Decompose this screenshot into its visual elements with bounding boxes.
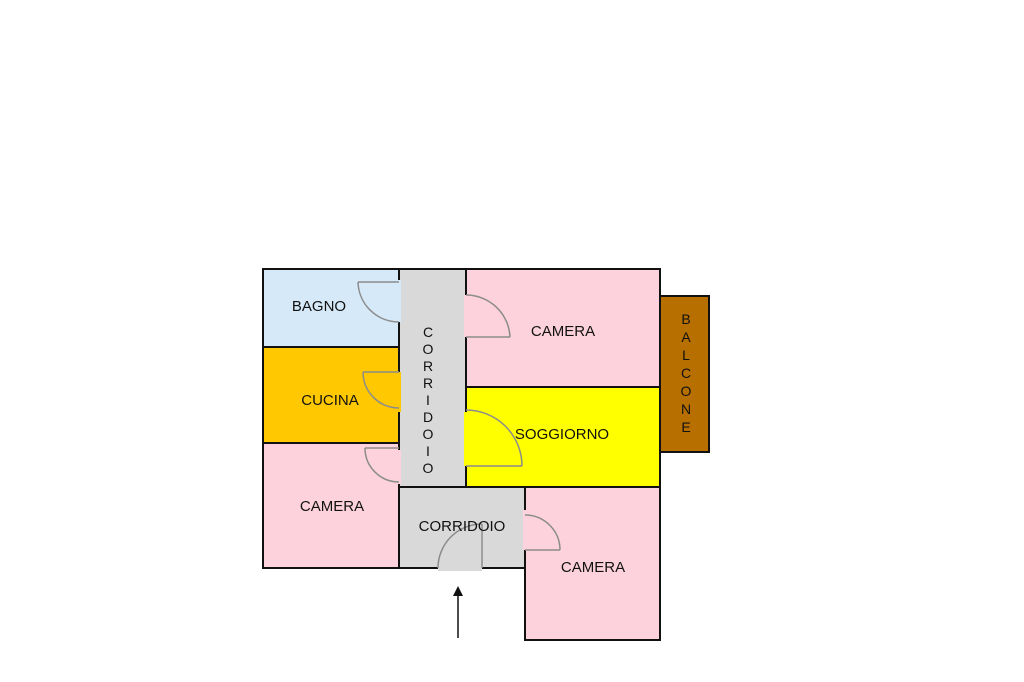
door-entrance bbox=[437, 523, 483, 569]
door-bagno bbox=[357, 281, 400, 323]
bagno-label: BAGNO bbox=[292, 298, 346, 315]
balcone-letter: E bbox=[681, 419, 690, 435]
cucina-label: CUCINA bbox=[301, 392, 359, 409]
cucina-room bbox=[262, 346, 400, 444]
corridoio-letter: O bbox=[423, 341, 434, 357]
camera-bottom-right-label: CAMERA bbox=[561, 559, 625, 576]
camera-bottom-left-label: CAMERA bbox=[300, 498, 364, 515]
balcone-letter: A bbox=[681, 329, 691, 345]
door-camera-bottom-left bbox=[364, 447, 400, 483]
balcone-letter: C bbox=[681, 365, 691, 381]
corridoio-letter: D bbox=[423, 409, 433, 425]
balcone-letter: B bbox=[681, 311, 690, 327]
corridoio-letter: I bbox=[426, 443, 430, 459]
corridoio-letter: C bbox=[423, 324, 433, 340]
camera-bottom-right-room bbox=[524, 486, 661, 641]
door-soggiorno bbox=[465, 409, 523, 467]
corridoio-letter: O bbox=[423, 460, 434, 476]
camera-bottom-left-room bbox=[262, 442, 400, 569]
corridoio-letter: R bbox=[423, 375, 433, 391]
soggiorno-label: SOGGIORNO bbox=[515, 426, 609, 443]
door-cucina bbox=[362, 371, 400, 409]
arrow-up-icon bbox=[453, 586, 463, 638]
camera-top-right-room bbox=[465, 268, 661, 388]
balcone-letter: L bbox=[682, 347, 690, 363]
corridoio-letter: R bbox=[423, 358, 433, 374]
corridoio-letter: O bbox=[423, 426, 434, 442]
balcone-letter: N bbox=[681, 401, 691, 417]
balcone-label: B A L C O N E bbox=[681, 311, 692, 435]
corridoio-vertical-label: C O R R I D O I O bbox=[423, 324, 434, 476]
balcone-letter: O bbox=[681, 383, 692, 399]
door-camera-top-right bbox=[465, 294, 511, 338]
balcone-room bbox=[659, 295, 710, 453]
entrance-gap bbox=[438, 566, 482, 571]
corridoio-letter: I bbox=[426, 392, 430, 408]
door-camera-bottom-right bbox=[524, 514, 561, 551]
camera-top-right-label: CAMERA bbox=[531, 323, 595, 340]
corridoio-horizontal-label: CORRIDOIO bbox=[419, 518, 506, 535]
